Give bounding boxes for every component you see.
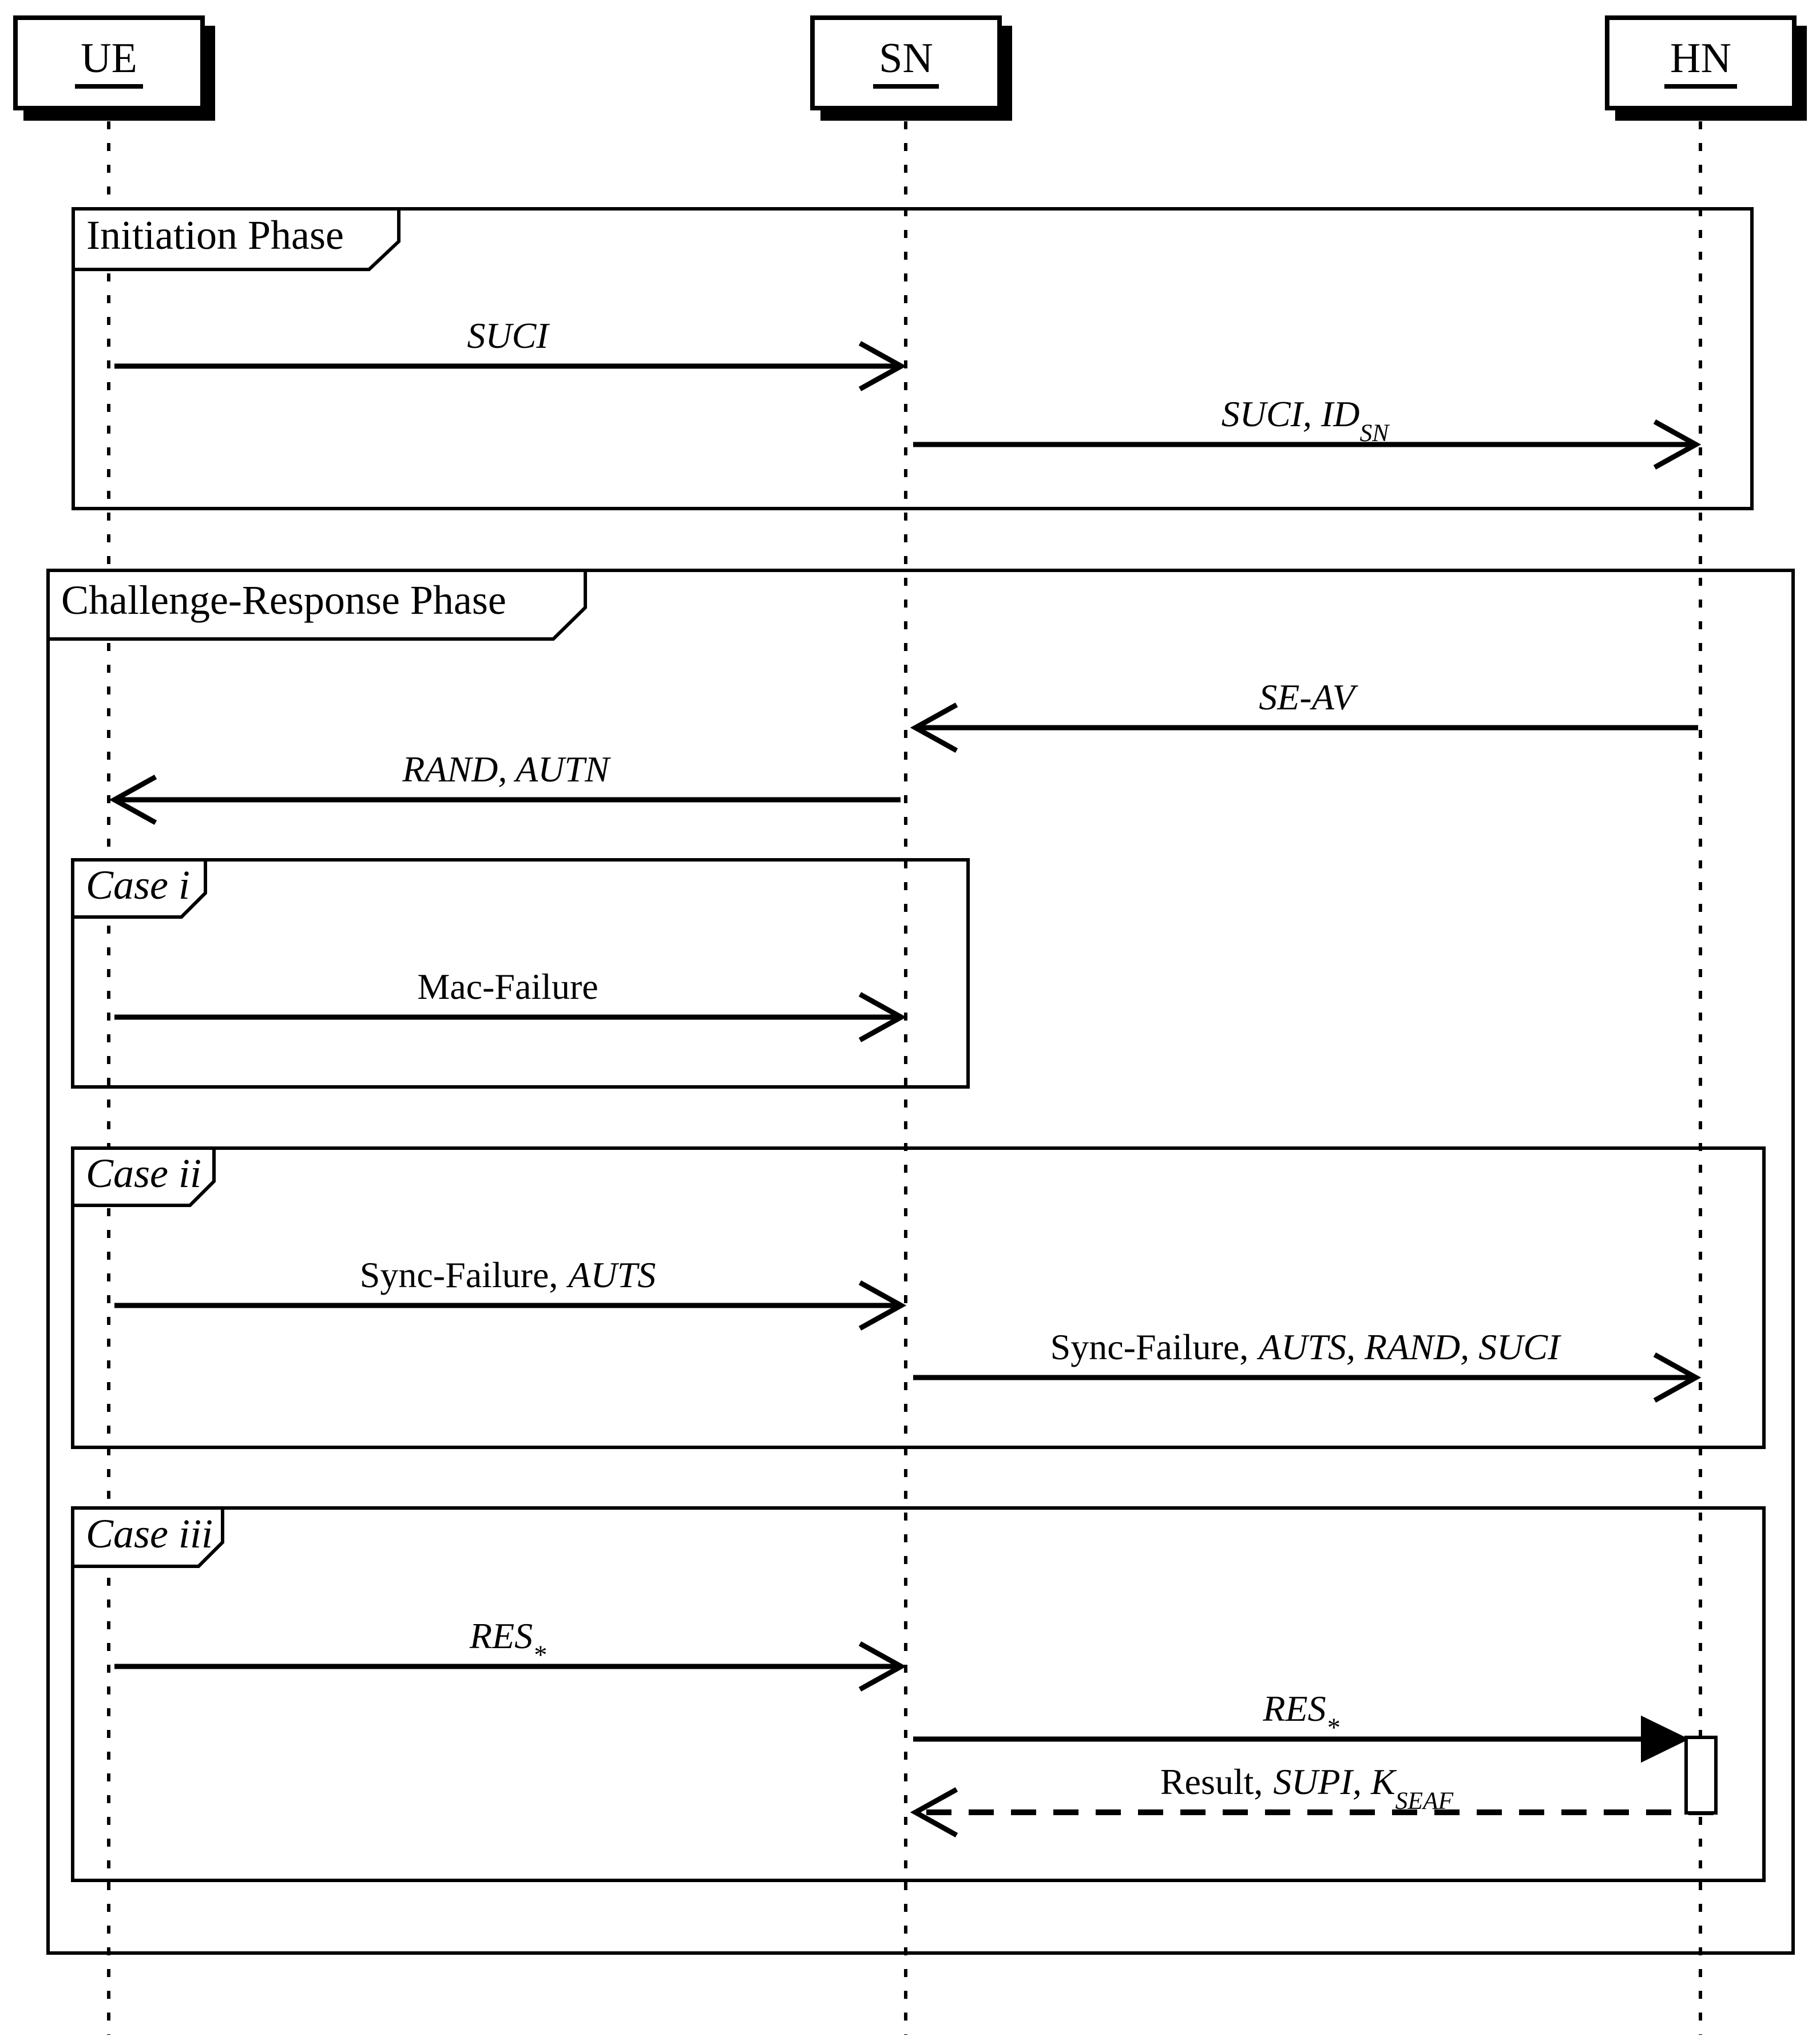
actor-label-hn: HN [1664,37,1737,89]
message-arrow-res-star-ue-sn [114,1641,907,1692]
frame-case-ii-title: Case ii [86,1150,202,1196]
message-arrow-se-av [910,702,1698,753]
activation-bar-hn [1684,1736,1718,1815]
lifeline-ue [107,121,110,2035]
lifeline-sn [904,121,907,2035]
message-label-sync-failure-auts: Sync-Failure, AUTS [359,1254,656,1295]
frame-label-pentagon [71,1146,216,1207]
frame-case-i [71,858,970,1089]
frame-case-iii [71,1506,1766,1882]
message-label-rand-autn: RAND, AUTN [402,748,609,789]
message-arrow-mac-failure [114,992,907,1042]
frame-challenge-response-phase [46,569,1795,1955]
message-label-suci: SUCI [467,315,549,356]
frame-label-pentagon [46,569,587,641]
frame-challenge-response-phase-label: Challenge-Response Phase [46,569,587,641]
frame-label-pentagon [71,858,207,919]
frame-label-pentagon [72,207,401,271]
frame-case-i-title: Case i [86,862,191,908]
actor-box-ue: UE [13,15,205,110]
frame-challenge-response-phase-title: Challenge-Response Phase [61,577,506,624]
actor-label-ue: UE [75,37,143,89]
message-label-res-star-ue-sn: RES* [469,1615,546,1669]
frame-case-ii [71,1146,1766,1449]
lifeline-hn [1699,121,1702,2035]
frame-case-i-label: Case i [71,858,207,919]
actor-label-sn: SN [873,37,939,89]
frame-label-pentagon [71,1506,224,1568]
message-label-mac-failure: Mac-Failure [417,966,598,1007]
message-arrow-rand-autn [109,775,901,825]
frame-case-ii-label: Case ii [71,1146,216,1207]
actor-box-hn: HN [1605,15,1797,110]
message-arrow-suci [114,341,907,391]
message-arrow-sync-failure-auts [114,1280,907,1331]
frame-case-iii-label: Case iii [71,1506,224,1568]
message-arrow-result-supi-kseaf [910,1787,1714,1837]
message-label-sync-failure-auts-rand-suci: Sync-Failure, AUTS, RAND, SUCI [1050,1326,1560,1367]
message-arrow-suci-idsn [913,419,1702,470]
frame-case-iii-title: Case iii [86,1510,213,1557]
frame-initiation-phase [72,207,1754,510]
frame-initiation-phase-title: Initiation Phase [86,212,344,259]
frame-initiation-phase-label: Initiation Phase [72,207,401,271]
actor-box-sn: SN [810,15,1002,110]
message-arrow-sync-failure-auts-rand-suci [913,1352,1702,1403]
message-arrow-res-star-sn-hn [913,1715,1690,1763]
message-label-se-av: SE-AV [1259,676,1355,717]
